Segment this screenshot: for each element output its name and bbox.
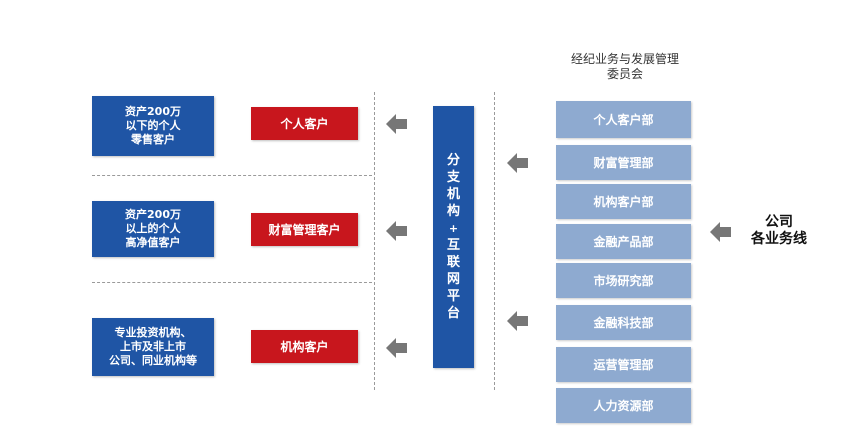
segment-box-retail: 资产200万 以下的个人 零售客户 xyxy=(92,96,214,156)
department-box: 运营管理部 xyxy=(556,347,691,382)
arrow-left-icon xyxy=(507,153,528,173)
customer-box-institutional: 机构客户 xyxy=(251,330,358,363)
branch-char: 平 xyxy=(446,289,460,304)
column-divider-left xyxy=(374,92,375,390)
arrow-left-icon xyxy=(710,222,731,242)
branch-char: 网 xyxy=(446,272,460,287)
branch-char: 联 xyxy=(446,255,460,270)
row-divider-2 xyxy=(92,282,372,283)
branch-char: + xyxy=(448,222,459,235)
committee-title: 经纪业务与发展管理 委员会 xyxy=(570,52,679,81)
branch-char: 台 xyxy=(446,306,460,321)
department-box: 人力资源部 xyxy=(556,388,691,423)
customer-box-wealth: 财富管理客户 xyxy=(251,213,358,246)
arrow-left-icon xyxy=(386,114,407,134)
arrow-left-icon xyxy=(507,311,528,331)
row-divider-1 xyxy=(92,175,372,176)
department-box: 金融产品部 xyxy=(556,224,691,259)
arrow-left-icon xyxy=(386,221,407,241)
department-box: 机构客户部 xyxy=(556,184,691,219)
segment-box-institutional: 专业投资机构、 上市及非上市 公司、同业机构等 xyxy=(92,318,214,376)
branch-char: 构 xyxy=(446,204,460,219)
branch-char: 支 xyxy=(446,170,460,185)
customer-box-individual: 个人客户 xyxy=(251,107,358,140)
column-divider-right xyxy=(494,92,495,390)
department-box: 个人客户部 xyxy=(556,101,691,138)
arrow-left-icon xyxy=(386,338,407,358)
branch-char: 分 xyxy=(446,153,460,168)
branch-char: 互 xyxy=(446,238,460,253)
department-box: 市场研究部 xyxy=(556,263,691,298)
branch-char: 机 xyxy=(446,187,460,202)
department-box: 金融科技部 xyxy=(556,305,691,340)
department-box: 财富管理部 xyxy=(556,145,691,180)
branch-platform-box: 分 支 机 构 + 互 联 网 平 台 xyxy=(433,106,474,368)
segment-box-high-net-worth: 资产200万 以上的个人 高净值客户 xyxy=(92,201,214,257)
business-lines-label: 公司 各业务线 xyxy=(751,214,807,247)
